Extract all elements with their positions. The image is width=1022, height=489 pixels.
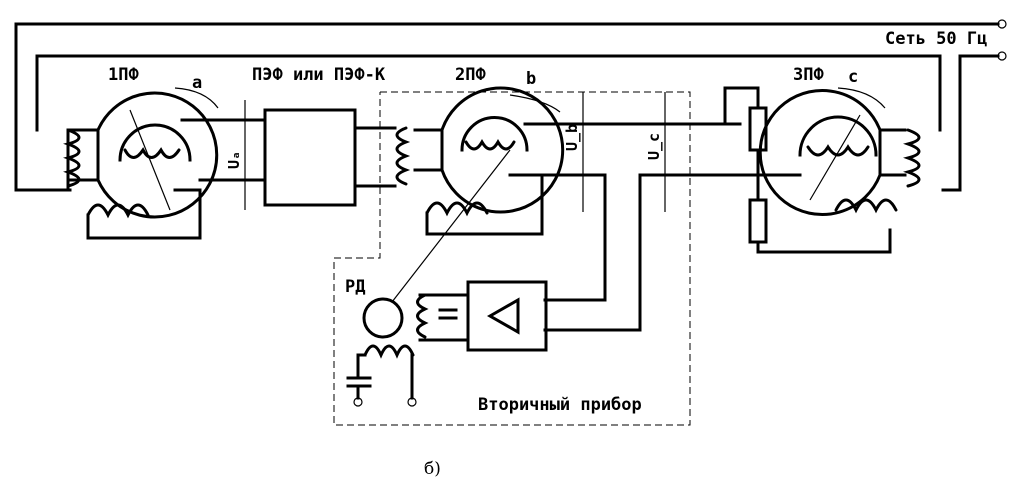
amplifier-box <box>466 280 548 352</box>
label-angle-c: c <box>848 67 858 87</box>
label-2pf: 2ПФ <box>455 65 486 85</box>
angle-c-arrow <box>837 87 886 109</box>
figure-caption: б) <box>424 459 441 479</box>
label-angle-b: b <box>526 69 536 89</box>
label-converter: ПЭФ или ПЭФ-К <box>252 65 386 85</box>
amplifier-triangle <box>486 297 520 335</box>
label-1pf: 1ПФ <box>108 65 139 85</box>
label-rd: РД <box>345 277 365 297</box>
resistor-bottom <box>748 198 768 244</box>
mains-wiring <box>14 19 1007 192</box>
synchro-1 <box>63 91 267 240</box>
label-ua: Uₐ <box>225 151 243 169</box>
synchro-3 <box>758 89 921 216</box>
angle-a-arrow <box>174 87 219 109</box>
label-secondary: Вторичный прибор <box>478 395 642 415</box>
label-ub: U_b <box>563 124 581 151</box>
mains-terminal-bottom <box>997 51 1007 61</box>
synchro-2 <box>413 86 742 302</box>
angle-b-arrow <box>509 94 561 113</box>
rd-terminal-left <box>353 397 363 407</box>
secondary-instrument-frame <box>333 91 691 426</box>
converter-box <box>263 108 357 207</box>
label-uc: U_c <box>645 133 663 160</box>
label-angle-a: a <box>192 73 202 93</box>
mains-terminal-top <box>997 19 1007 29</box>
rd-motor <box>362 297 404 339</box>
label-network: Сеть 50 Гц <box>885 29 987 49</box>
label-3pf: 3ПФ <box>793 65 824 85</box>
rd-terminal-right <box>407 397 417 407</box>
